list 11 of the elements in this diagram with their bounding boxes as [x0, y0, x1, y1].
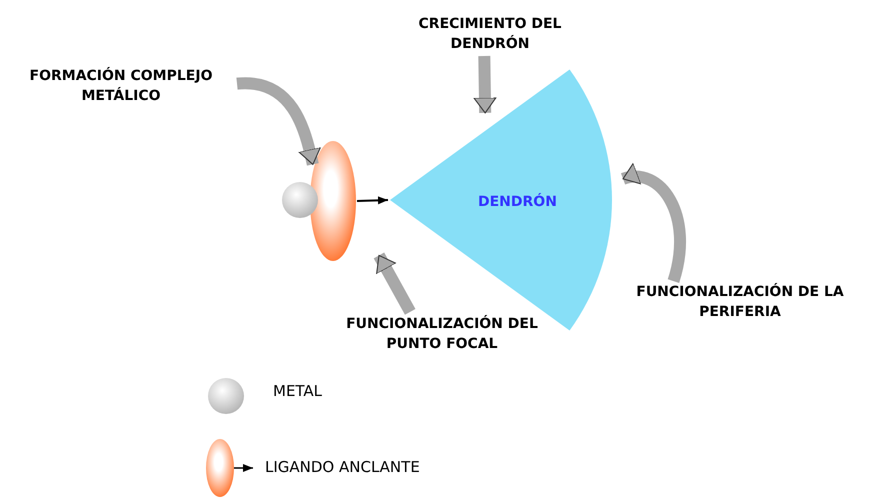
- legend-label: LIGANDO ANCLANTE: [265, 458, 420, 476]
- step-label: FUNCIONALIZACIÓN DEL PUNTO FOCAL: [345, 314, 539, 354]
- dendron-label: DENDRÓN: [478, 192, 557, 212]
- arrow: [356, 196, 388, 204]
- step-label: FUNCIONALIZACIÓN DE LA PERIFERIA: [635, 282, 845, 322]
- step-label: CRECIMIENTO DEL DENDRÓN: [418, 15, 562, 54]
- step-label: FORMACIÓN COMPLEJO METÁLICO: [28, 66, 214, 106]
- curved-arrow: [622, 164, 686, 283]
- legend-label: METAL: [273, 382, 322, 400]
- arrow: [473, 56, 496, 114]
- arrow: [374, 252, 416, 315]
